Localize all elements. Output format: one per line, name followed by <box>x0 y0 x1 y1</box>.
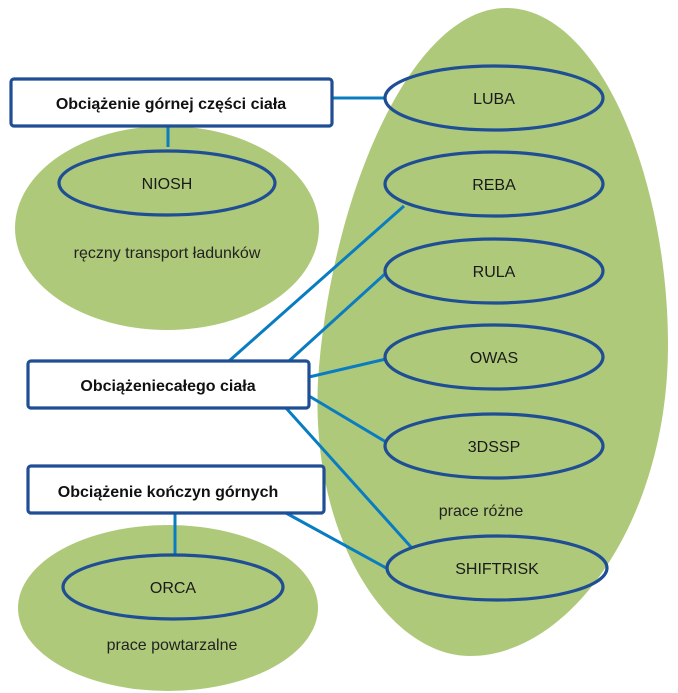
method-label-reba: REBA <box>472 177 516 194</box>
group-various-work <box>317 8 668 656</box>
method-label-orca: ORCA <box>150 580 197 597</box>
connector-whole-body-reba <box>228 204 405 363</box>
method-label-rula: RULA <box>473 264 516 281</box>
connector-whole-body-shiftrisk <box>284 406 413 549</box>
method-label-owas: OWAS <box>470 350 518 367</box>
connector-upper-limbs-shiftrisk <box>285 511 389 571</box>
connector-whole-body-owas <box>308 357 387 379</box>
category-label-whole-body: Obciążeniecałego ciała <box>80 378 255 395</box>
method-node-rula[interactable]: RULA <box>383 237 605 305</box>
connector-whole-body-rula <box>287 271 388 363</box>
category-label-upper-limbs: Obciążenie kończyn górnych <box>58 484 279 501</box>
method-node-owas[interactable]: OWAS <box>383 323 605 391</box>
category-box-whole-body[interactable]: Obciążeniecałego ciała <box>26 359 311 410</box>
method-node-luba[interactable]: LUBA <box>383 64 605 132</box>
method-node-niosh[interactable]: NIOSH <box>57 149 277 217</box>
category-box-upper-body[interactable]: Obciążenie górnej części ciała <box>9 77 334 128</box>
category-label-upper-body: Obciążenie górnej części ciała <box>56 96 286 113</box>
group-manual-handling <box>15 126 319 330</box>
method-label-shiftrisk: SHIFTRISK <box>455 561 539 578</box>
category-box-upper-limbs[interactable]: Obciążenie kończyn górnych <box>26 464 326 515</box>
method-label-niosh: NIOSH <box>142 176 193 193</box>
method-node-reba[interactable]: REBA <box>383 150 605 218</box>
method-node-shiftrisk[interactable]: SHIFTRISK <box>385 534 609 602</box>
method-node-3dssp[interactable]: 3DSSP <box>383 412 605 480</box>
group-caption-manual-handling: ręczny transport ładunków <box>74 245 261 262</box>
group-caption-repetitive-work: prace powtarzalne <box>107 637 238 654</box>
method-label-luba: LUBA <box>473 91 515 108</box>
method-label-3dssp: 3DSSP <box>468 439 520 456</box>
connector-whole-body-3dssp <box>308 394 387 444</box>
group-caption-various-work: prace różne <box>439 503 524 520</box>
group-repetitive-work <box>18 525 318 691</box>
method-node-orca[interactable]: ORCA <box>61 553 285 621</box>
